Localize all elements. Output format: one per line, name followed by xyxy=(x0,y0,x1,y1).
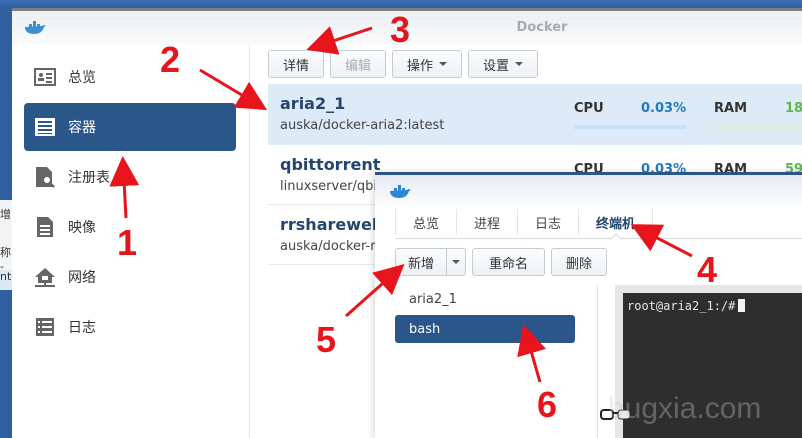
session-label: aria2_1 xyxy=(409,291,457,307)
new-button[interactable]: 新增 xyxy=(396,249,448,275)
registry-icon xyxy=(36,167,55,188)
cpu-usage-bar xyxy=(574,125,686,129)
caret-down-icon xyxy=(515,62,524,66)
new-dropdown-toggle[interactable] xyxy=(447,249,465,275)
session-item[interactable]: bash xyxy=(395,315,575,343)
sidebar-item-image[interactable]: 映像 xyxy=(24,203,236,251)
sidebar-item-registry[interactable]: 注册表 xyxy=(24,153,236,201)
delete-label: 删除 xyxy=(566,256,593,272)
tab-process[interactable]: 进程 xyxy=(456,209,517,235)
background-window-peek: 增 称 - nt xyxy=(0,200,12,290)
panel-divider xyxy=(597,285,598,438)
sidebar: 总览 容器 注册表 映像 xyxy=(12,45,250,438)
annotation-number: 1 xyxy=(117,222,138,263)
sidebar-item-log[interactable]: 日志 xyxy=(24,303,236,351)
container-image: auska/docker-rr xyxy=(280,239,381,254)
container-image: linuxserver/qbit xyxy=(280,179,383,194)
annotation-number: 6 xyxy=(537,384,558,425)
sidebar-item-container[interactable]: 容器 xyxy=(24,103,236,151)
annotation-number: 4 xyxy=(697,249,718,290)
session-item[interactable]: aria2_1 xyxy=(395,285,575,313)
tab-label: 终端机 xyxy=(596,216,636,232)
caret-down-icon xyxy=(452,260,461,264)
caret-down-icon xyxy=(439,62,448,66)
ram-value: 18 xyxy=(785,101,802,116)
detail-title-bar[interactable] xyxy=(375,175,802,205)
ram-usage-bar xyxy=(714,125,802,129)
container-detail-window: 总览 进程 日志 终端机 新增 重命名 删除 aria2_1 bash root… xyxy=(375,172,802,438)
session-label: bash xyxy=(409,321,441,337)
rename-button[interactable]: 重命名 xyxy=(472,248,546,276)
log-icon xyxy=(36,318,54,336)
rename-label: 重命名 xyxy=(489,256,529,272)
cpu-label: CPU xyxy=(574,101,604,116)
desktop-background xyxy=(0,0,802,10)
network-icon xyxy=(35,268,55,287)
docker-whale-icon xyxy=(390,185,411,198)
watermark: bugxia.com xyxy=(608,392,762,425)
sidebar-item-label: 网络 xyxy=(68,270,96,286)
sidebar-item-label: 总览 xyxy=(68,70,96,86)
cpu-value: 0.03% xyxy=(641,101,687,116)
glasses-logo-icon xyxy=(600,409,631,420)
new-split-button: 新增 xyxy=(395,248,467,276)
edit-button[interactable]: 编辑 xyxy=(330,50,387,78)
container-name: aria2_1 xyxy=(280,94,346,113)
tab-terminal[interactable]: 终端机 xyxy=(578,209,654,235)
sidebar-item-label: 日志 xyxy=(68,320,96,336)
details-button[interactable]: 详情 xyxy=(268,50,325,78)
window-title: Docker xyxy=(516,20,568,35)
peek-selected: nt xyxy=(0,270,12,290)
sidebar-item-label: 容器 xyxy=(68,120,96,136)
overview-icon xyxy=(34,68,56,86)
detail-tabs: 总览 进程 日志 终端机 xyxy=(395,205,802,239)
annotation-number: 5 xyxy=(316,319,337,360)
annotation-number: 2 xyxy=(160,39,181,80)
terminal-session-list: aria2_1 bash xyxy=(395,285,575,345)
peek-text: 称 - xyxy=(0,246,11,273)
settings-dropdown-button[interactable]: 设置 xyxy=(468,50,539,78)
container-toolbar: 详情 编辑 操作 设置 xyxy=(268,50,539,78)
container-name: qbittorrent xyxy=(280,155,381,174)
sidebar-item-overview[interactable]: 总览 xyxy=(24,53,236,101)
container-image: auska/docker-aria2:latest xyxy=(280,118,445,133)
tab-label: 日志 xyxy=(535,216,562,232)
peek-text: 增 xyxy=(0,208,11,221)
sidebar-item-network[interactable]: 网络 xyxy=(24,253,236,301)
annotation-number: 3 xyxy=(390,9,411,50)
tab-log[interactable]: 日志 xyxy=(517,209,578,235)
container-row[interactable]: aria2_1 auska/docker-aria2:latest CPU 0.… xyxy=(268,84,802,145)
container-name: rrshareweb xyxy=(280,215,384,234)
tab-overview[interactable]: 总览 xyxy=(395,209,456,235)
new-label: 新增 xyxy=(408,256,435,272)
delete-button[interactable]: 删除 xyxy=(551,248,608,276)
image-icon xyxy=(37,217,53,237)
title-bar[interactable]: Docker xyxy=(12,11,802,45)
ram-label: RAM xyxy=(714,101,748,116)
tab-label: 总览 xyxy=(413,216,440,232)
terminal-frame: root@aria2_1:/# xyxy=(615,285,802,438)
container-icon xyxy=(35,118,55,136)
terminal-cursor xyxy=(738,299,746,312)
details-label: 详情 xyxy=(283,58,310,74)
action-dropdown-button[interactable]: 操作 xyxy=(392,50,463,78)
terminal-console[interactable]: root@aria2_1:/# xyxy=(623,293,802,438)
docker-whale-icon xyxy=(25,21,46,34)
tab-label: 进程 xyxy=(474,216,501,232)
edit-label: 编辑 xyxy=(345,58,372,74)
terminal-toolbar: 新增 重命名 删除 xyxy=(395,248,608,276)
terminal-prompt: root@aria2_1:/# xyxy=(627,299,736,313)
peek-text: nt xyxy=(0,270,12,283)
settings-label: 设置 xyxy=(483,58,510,74)
sidebar-item-label: 映像 xyxy=(68,220,96,236)
sidebar-item-label: 注册表 xyxy=(68,170,110,186)
action-label: 操作 xyxy=(407,58,434,74)
